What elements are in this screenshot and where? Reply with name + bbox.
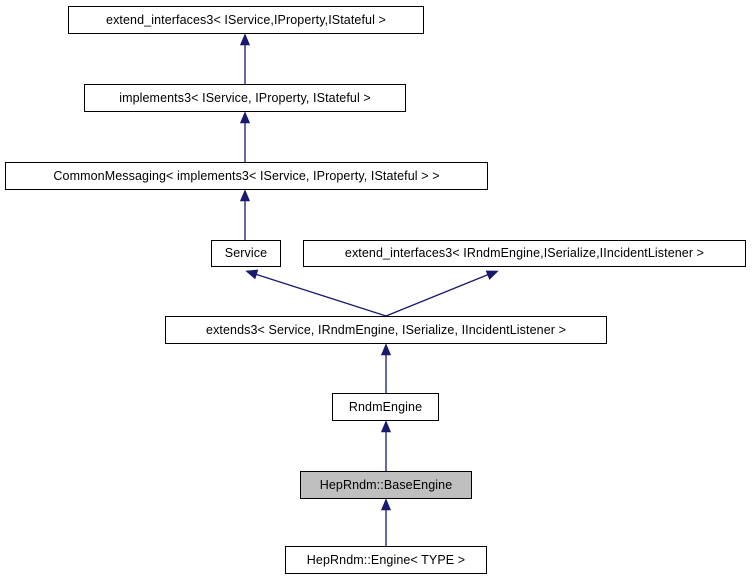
class-node-label: CommonMessaging< implements3< IService, …	[53, 168, 440, 183]
class-node-common_messaging[interactable]: CommonMessaging< implements3< IService, …	[5, 162, 488, 190]
class-node-heprndm_engine_type[interactable]: HepRndm::Engine< TYPE >	[285, 546, 487, 574]
class-node-label: HepRndm::BaseEngine	[319, 477, 453, 492]
class-node-service[interactable]: Service	[211, 240, 281, 267]
arrowhead-icon	[239, 189, 251, 202]
class-node-implements3_service[interactable]: implements3< IService, IProperty, IState…	[84, 84, 406, 112]
class-node-label: RndmEngine	[348, 399, 423, 414]
arrowhead-icon	[239, 111, 251, 124]
class-node-label: extends3< Service, IRndmEngine, ISeriali…	[206, 322, 566, 337]
class-node-extend_interfaces3_service[interactable]: extend_interfaces3< IService,IProperty,I…	[68, 6, 424, 34]
arrowhead-icon	[485, 270, 499, 280]
edge-extends3_service_rndm-to-extend_interfaces3_rndm	[385, 272, 493, 317]
class-node-label: extend_interfaces3< IService,IProperty,I…	[106, 12, 386, 27]
class-node-label: HepRndm::Engine< TYPE >	[306, 552, 466, 567]
arrowhead-icon	[239, 33, 251, 46]
class-node-label: Service	[224, 246, 268, 261]
arrowhead-icon	[380, 343, 392, 356]
edge-extends3_service_rndm-to-service	[251, 272, 387, 317]
arrowhead-icon	[380, 420, 392, 433]
class-node-label: implements3< IService, IProperty, IState…	[119, 90, 371, 105]
class-node-extend_interfaces3_rndm[interactable]: extend_interfaces3< IRndmEngine,ISeriali…	[303, 240, 746, 267]
class-node-rndm_engine[interactable]: RndmEngine	[332, 393, 439, 421]
arrowhead-icon	[245, 269, 259, 280]
class-node-extends3_service_rndm[interactable]: extends3< Service, IRndmEngine, ISeriali…	[165, 316, 607, 344]
arrowhead-icon	[380, 498, 392, 511]
class-node-heprndm_baseengine[interactable]: HepRndm::BaseEngine	[300, 471, 472, 499]
class-node-label: extend_interfaces3< IRndmEngine,ISeriali…	[344, 246, 705, 261]
